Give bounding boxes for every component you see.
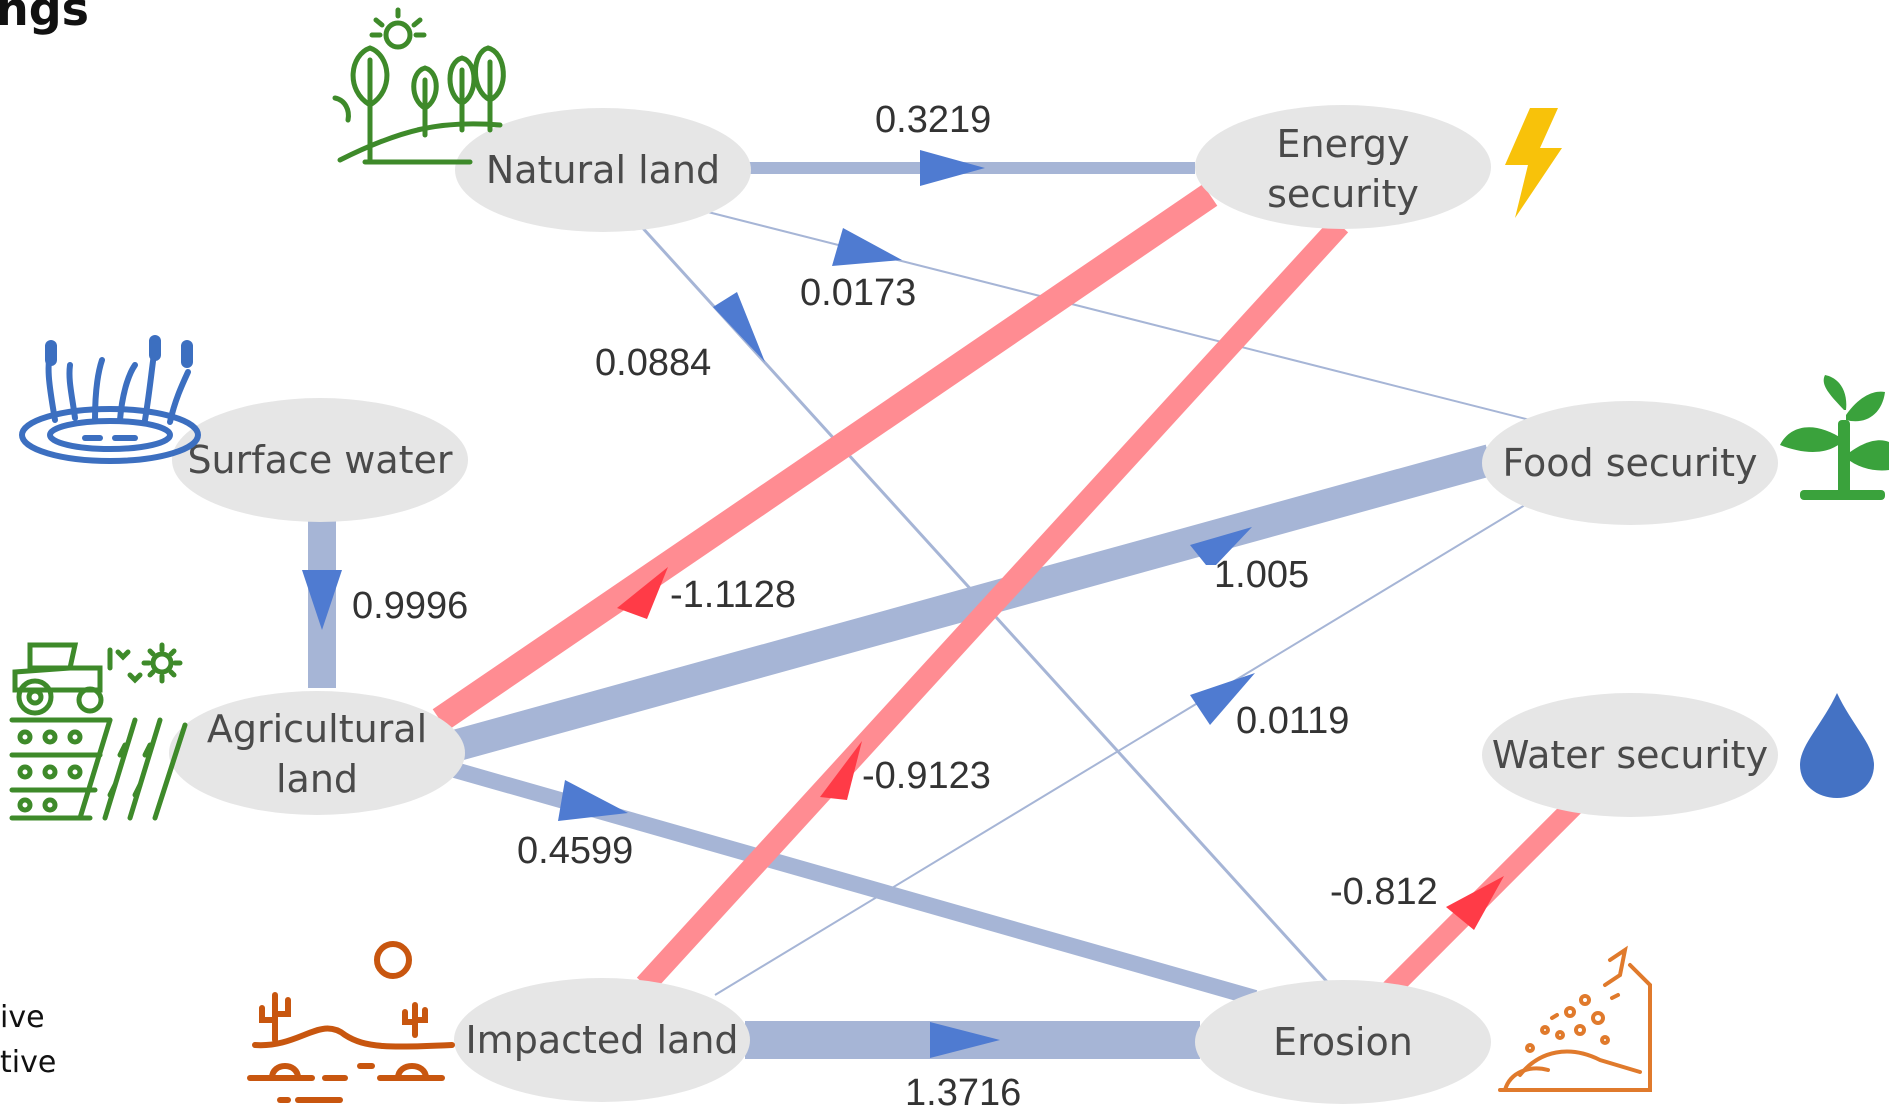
arrow-natural-energy — [920, 150, 985, 186]
lightning-bolt-icon — [1505, 108, 1562, 218]
node-food-security-label: Food security — [1503, 441, 1758, 485]
water-drop-icon — [1800, 693, 1874, 798]
landslide-icon — [1498, 945, 1652, 1092]
node-natural-land-label: Natural land — [486, 148, 720, 192]
node-water-security-label: Water security — [1492, 733, 1768, 777]
node-impacted-land: Impacted land — [454, 978, 750, 1102]
arrow-erosion-water — [1446, 876, 1504, 930]
weight-natural-food: 0.0173 — [800, 272, 916, 314]
heading-fragment: ngs — [0, 0, 90, 36]
node-natural-land: Natural land — [455, 108, 751, 232]
legend-negative-fragment: tive — [0, 1045, 57, 1080]
desert-land-icon — [247, 941, 455, 1103]
node-erosion: Erosion — [1195, 980, 1491, 1104]
node-agricultural-land-label-2: land — [276, 757, 358, 801]
edge-food-impacted — [714, 504, 1526, 996]
node-surface-water-label: Surface water — [187, 438, 452, 482]
edge-weight-labels: 0.3219 0.0173 0.0884 0.9996 -1.1128 1.00… — [352, 99, 1438, 1108]
arrow-food-impacted — [1190, 673, 1255, 725]
weight-impacted-erosion: 1.3716 — [905, 1072, 1021, 1108]
weight-erosion-water: -0.812 — [1330, 871, 1438, 913]
tractor-field-icon — [9, 642, 188, 821]
node-food-security: Food security — [1482, 401, 1778, 525]
weight-natural-erosion: 0.0884 — [595, 342, 711, 384]
weight-food-agri: 1.005 — [1214, 554, 1309, 596]
weight-energy-impacted: -0.9123 — [862, 755, 991, 797]
edge-natural-food — [699, 209, 1531, 421]
arrow-food-agri — [1190, 527, 1252, 565]
wetland-reeds-icon — [19, 335, 201, 464]
node-surface-water: Surface water — [172, 398, 468, 522]
edge-energy-agri — [432, 184, 1218, 731]
nodes: Natural land Energy security Surface wat… — [169, 105, 1778, 1104]
node-impacted-land-label: Impacted land — [465, 1018, 738, 1062]
edge-energy-impacted — [636, 217, 1349, 993]
weight-natural-energy: 0.3219 — [875, 99, 991, 141]
weight-agri-erosion: 0.4599 — [517, 830, 633, 872]
arrow-natural-food — [832, 228, 902, 266]
node-agricultural-land-label-1: Agricultural — [207, 707, 427, 751]
arrow-natural-erosion — [713, 292, 765, 362]
node-water-security: Water security — [1482, 693, 1778, 817]
arrow-agri-erosion — [558, 780, 628, 821]
arrow-energy-impacted — [820, 741, 862, 800]
seedling-plant-icon — [1780, 375, 1889, 500]
arrow-surface-agri — [302, 570, 342, 630]
weight-energy-agri: -1.1128 — [670, 574, 796, 616]
weight-surface-agri: 0.9996 — [352, 585, 468, 627]
edge-food-agri — [453, 444, 1495, 761]
arrow-impacted-erosion — [930, 1022, 1000, 1058]
node-energy-security-label-1: Energy — [1276, 122, 1409, 166]
forest-sun-icon — [332, 7, 506, 165]
edge-arrowheads — [302, 150, 1504, 1058]
weight-food-impacted: 0.0119 — [1236, 700, 1349, 742]
legend-positive-fragment: ive — [0, 1000, 45, 1035]
node-energy-security-label-2: security — [1267, 172, 1419, 216]
arrow-energy-agri — [617, 567, 668, 619]
node-erosion-label: Erosion — [1273, 1020, 1413, 1064]
node-energy-security: Energy security — [1195, 105, 1491, 229]
node-agricultural-land: Agricultural land — [169, 691, 465, 815]
